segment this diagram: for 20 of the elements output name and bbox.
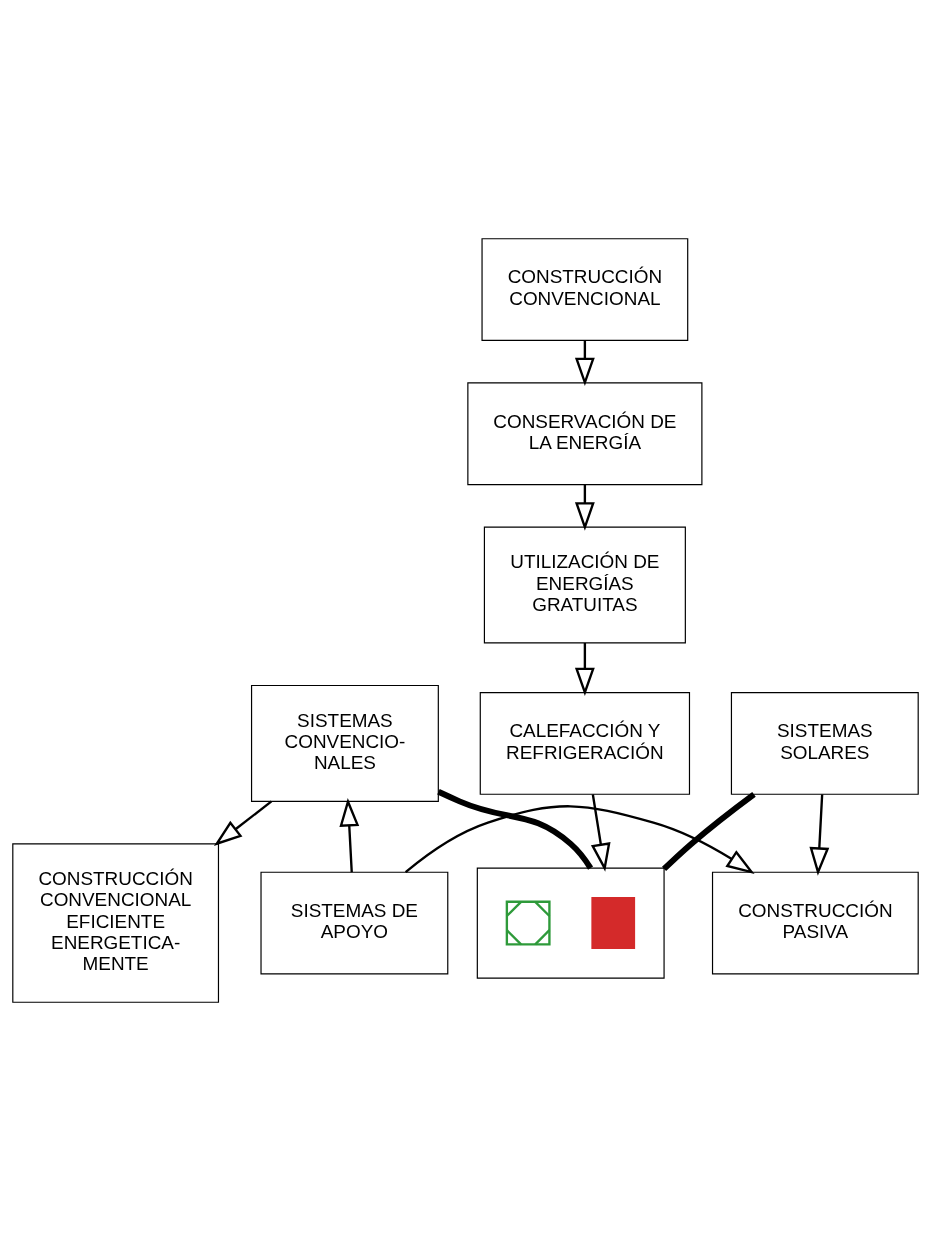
node-box: SISTEMAS DE APOYO (260, 871, 449, 975)
arrow (339, 798, 360, 873)
node-box: CONSTRUCCIÓN CONVENCIONAL (481, 238, 689, 341)
cluster (476, 867, 665, 979)
arrow (404, 805, 755, 874)
node-box: SISTEMAS CONVENCIO- NALES (251, 684, 439, 802)
arrow (574, 484, 595, 531)
node-box: CONSTRUCCIÓN PASIVA (711, 871, 919, 975)
node-box: CALEFACCIÓN Y REFRIGERACIÓN (479, 692, 691, 795)
node-box: CONSTRUCCIÓN CONVENCIONAL EFICIENTE ENERGETICA- MENTE (12, 843, 220, 1003)
node-box: UTILIZACIÓN DE ENERGÍAS GRATUITAS (483, 526, 686, 644)
arrow (590, 794, 611, 872)
connector (437, 789, 594, 870)
arrow (213, 800, 273, 846)
connector (662, 791, 756, 872)
arrow (574, 643, 595, 697)
node-box: SISTEMAS SOLARES (730, 692, 919, 795)
arrow (809, 794, 830, 876)
node-box: CONSERVACIÓN DE LA ENERGÍA (467, 382, 703, 486)
node-cross (591, 897, 636, 950)
